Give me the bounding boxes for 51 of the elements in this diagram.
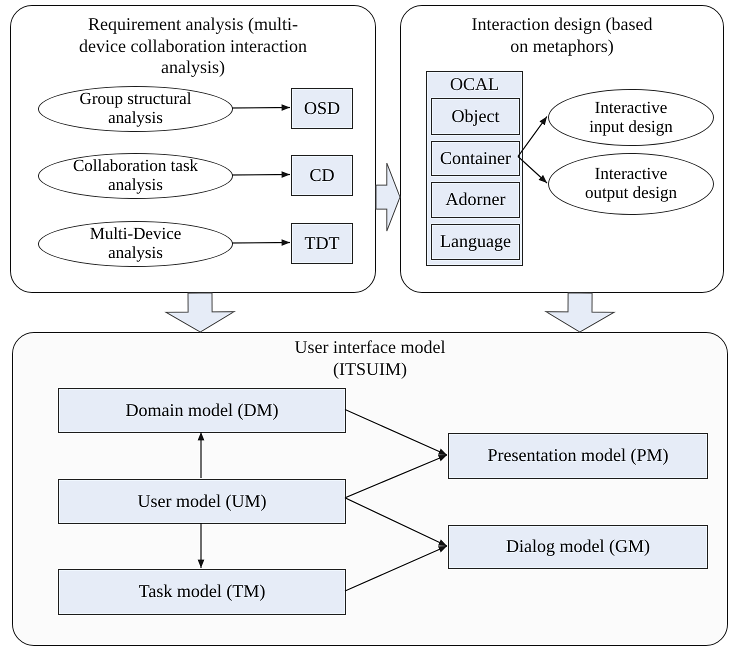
arrow bbox=[344, 545, 448, 592]
component-panel bbox=[426, 71, 523, 266]
node-label: User model (UM) bbox=[138, 492, 266, 512]
block-arrow bbox=[544, 292, 616, 333]
node-label: TDT bbox=[304, 234, 340, 254]
arrow bbox=[232, 239, 290, 246]
process-box bbox=[431, 98, 520, 135]
process-box bbox=[58, 479, 346, 524]
panel-title: User interface model (ITSUIM) bbox=[294, 337, 446, 380]
node-label: Domain model (DM) bbox=[126, 400, 278, 420]
process-box bbox=[448, 525, 708, 569]
arrow bbox=[518, 116, 548, 157]
process-box bbox=[291, 155, 353, 196]
arrow bbox=[344, 497, 448, 547]
arrow bbox=[518, 156, 548, 184]
panel bbox=[10, 5, 376, 293]
process-box bbox=[291, 223, 353, 264]
node-label: Group structural analysis bbox=[78, 90, 192, 128]
node-label: Collaboration task analysis bbox=[72, 157, 200, 195]
node-label: Object bbox=[452, 106, 500, 126]
node-label: Presentation model (PM) bbox=[488, 446, 668, 466]
process-box bbox=[431, 224, 520, 260]
node-label: Adorner bbox=[446, 190, 506, 210]
process-box bbox=[431, 182, 520, 218]
process-box bbox=[431, 141, 520, 176]
node-label: Interactive output design bbox=[584, 165, 678, 203]
arrow bbox=[198, 523, 204, 568]
arrow bbox=[232, 104, 290, 111]
arrow bbox=[232, 171, 290, 178]
panel-title: Interaction design (based on metaphors) bbox=[470, 14, 654, 58]
node-label: CD bbox=[309, 166, 334, 186]
panel bbox=[12, 332, 728, 646]
block-arrow bbox=[164, 292, 236, 333]
arrow bbox=[198, 432, 204, 478]
block-arrow bbox=[376, 162, 401, 232]
process-box bbox=[58, 388, 346, 433]
node-label: Container bbox=[440, 148, 511, 168]
node-label: Dialog model (GM) bbox=[506, 537, 650, 557]
panel-title: Requirement analysis (multi-device collaboration interaction analysis) bbox=[78, 14, 308, 79]
arrow bbox=[344, 454, 448, 498]
process-box bbox=[58, 569, 346, 615]
node-label: OSD bbox=[304, 98, 340, 118]
node-label: Language bbox=[440, 232, 511, 252]
node-label: Interactive input design bbox=[588, 98, 674, 136]
process-box bbox=[448, 433, 708, 479]
panel bbox=[400, 5, 724, 293]
arrow bbox=[344, 408, 448, 456]
node-label: Multi-Device analysis bbox=[88, 225, 182, 263]
node-label: Task model (TM) bbox=[138, 582, 266, 602]
process-box bbox=[291, 88, 353, 129]
panel-title: OCAL bbox=[449, 74, 500, 96]
